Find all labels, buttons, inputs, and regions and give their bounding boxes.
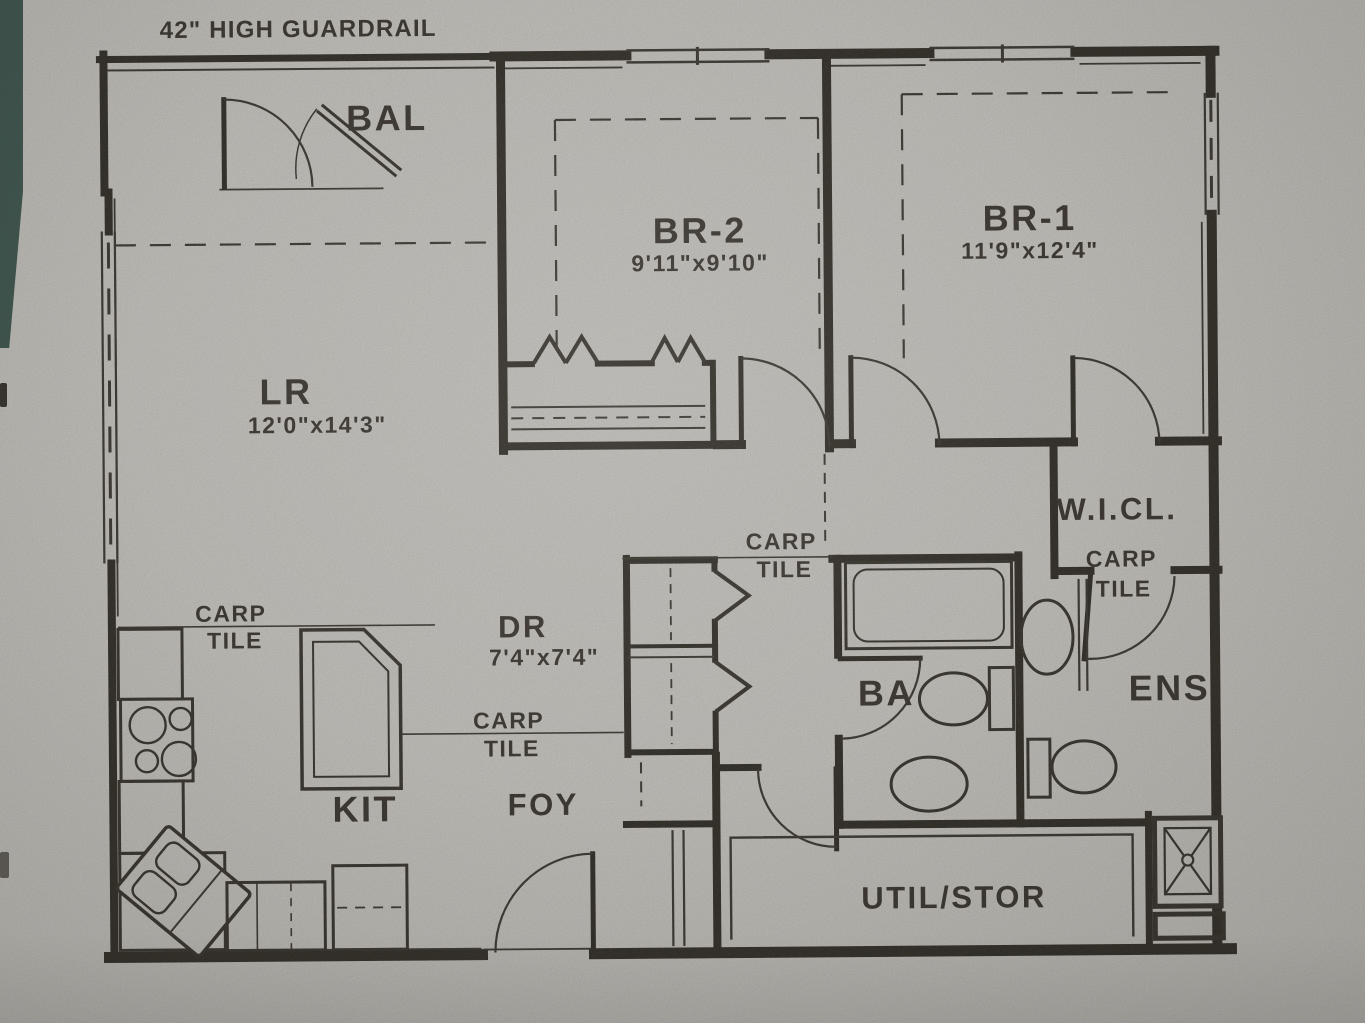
floor-plan-photo: 42" HIGH GUARDRAIL BAL BR-2 9'11"x9'10" … bbox=[0, 0, 1365, 1023]
photo-grain-overlay bbox=[0, 0, 1365, 1023]
floor-plan-canvas: 42" HIGH GUARDRAIL BAL BR-2 9'11"x9'10" … bbox=[0, 0, 1365, 1023]
